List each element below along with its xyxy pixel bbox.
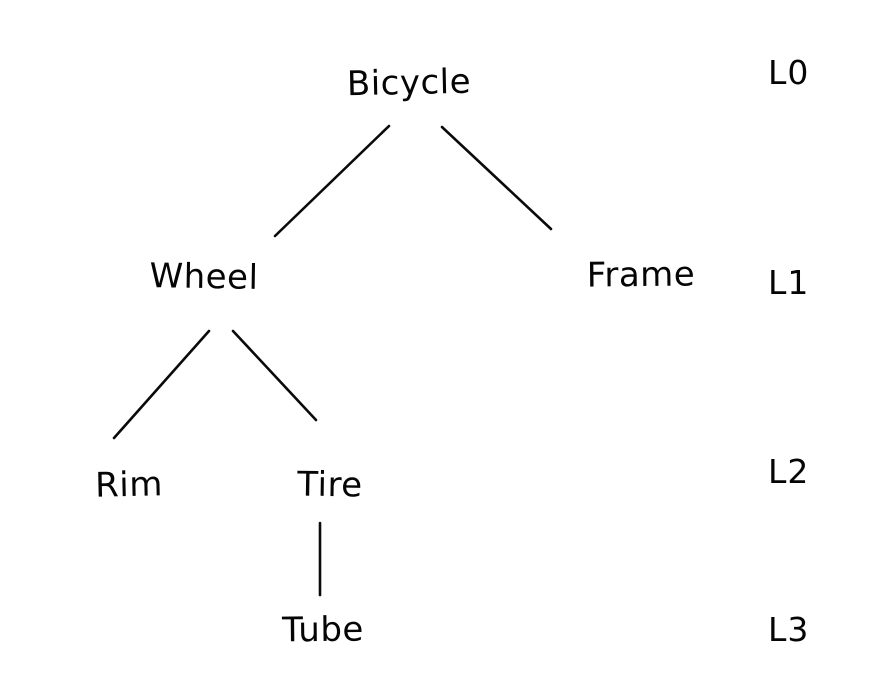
node-bicycle[interactable]: Bicycle — [346, 61, 472, 105]
node-tire[interactable]: Tire — [297, 464, 363, 506]
node-frame[interactable]: Frame — [586, 254, 696, 296]
edge-wheel-to-rim — [112, 329, 211, 440]
node-wheel[interactable]: Wheel — [149, 256, 259, 298]
edge-bicycle-to-wheel — [273, 124, 391, 238]
edge-bicycle-to-frame — [440, 125, 553, 231]
edge-wheel-to-tire — [231, 329, 318, 422]
level-label-l1: L1 — [768, 263, 810, 302]
node-tube[interactable]: Tube — [281, 609, 365, 651]
level-label-l0: L0 — [768, 53, 810, 92]
node-rim[interactable]: Rim — [94, 464, 164, 506]
level-label-l2: L2 — [768, 452, 810, 491]
level-label-l3: L3 — [768, 610, 810, 649]
